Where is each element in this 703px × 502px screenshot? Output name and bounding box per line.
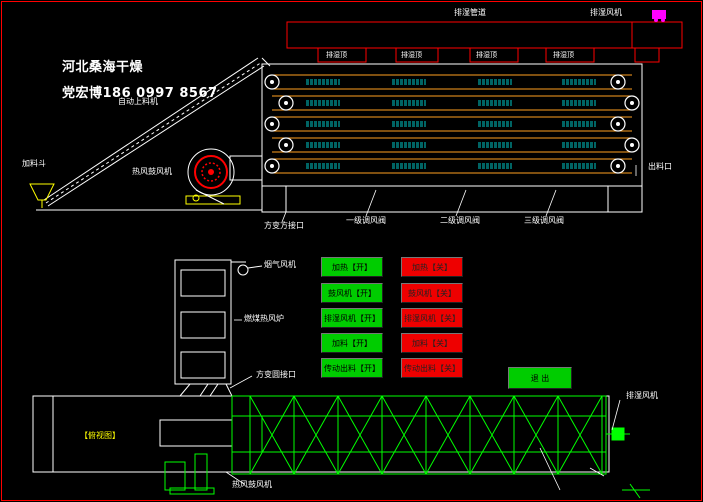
valve-1-label: 一级调风阀 bbox=[346, 216, 386, 225]
roller-icon bbox=[278, 95, 294, 111]
bottom-fittings bbox=[164, 427, 650, 499]
roller-icon bbox=[610, 74, 626, 90]
roller-hub bbox=[270, 164, 274, 168]
exhaust-cap-label-1: 排湿顶 bbox=[326, 51, 347, 59]
flue-fan-icon bbox=[231, 261, 263, 276]
heat-on-button[interactable]: 加热【开】 bbox=[321, 257, 383, 277]
truss-member bbox=[337, 395, 383, 475]
discharge-drive-on-button[interactable]: 传动出料【开】 bbox=[321, 358, 383, 378]
coal-furnace-label: 燃煤热风炉 bbox=[244, 314, 284, 323]
feed-off-button[interactable]: 加料【关】 bbox=[401, 333, 463, 353]
roller-icon bbox=[624, 137, 640, 153]
top-view-label: 【俯视图】 bbox=[80, 431, 120, 440]
exhaust-pipe-label: 排湿管道 bbox=[454, 8, 486, 17]
roller-hub bbox=[616, 164, 620, 168]
roller-icon bbox=[264, 158, 280, 174]
square-round-top-label: 方变方接口 bbox=[264, 221, 304, 230]
truss-member bbox=[469, 395, 515, 475]
exhaust-fan-top-icon bbox=[652, 10, 666, 22]
truss-member bbox=[381, 395, 427, 475]
exhaust-cap-label-4: 排湿顶 bbox=[553, 51, 574, 59]
hot-air-fan-bottom-label: 热风鼓风机 bbox=[232, 480, 272, 489]
drying-layers bbox=[306, 79, 596, 169]
discharge-label: 出料口 bbox=[648, 162, 672, 171]
company-watermark: 河北桑海干燥 bbox=[62, 60, 144, 75]
exhaust-fan-bottom-label: 排湿风机 bbox=[626, 391, 658, 400]
hopper-label: 加料斗 bbox=[22, 159, 46, 168]
dryer-body bbox=[261, 63, 643, 213]
roller-hub bbox=[284, 101, 288, 105]
roller-hub bbox=[270, 80, 274, 84]
exhaust-fan-top-label: 排湿风机 bbox=[590, 8, 622, 17]
heat-off-button[interactable]: 加热【关】 bbox=[401, 257, 463, 277]
contact-watermark: 党宏博186 0997 8567 bbox=[62, 86, 218, 101]
bottom-leaders bbox=[225, 319, 621, 491]
auto-feeder-label: 自动上料机 bbox=[118, 97, 158, 106]
roller-hub bbox=[284, 143, 288, 147]
hot-air-fan-top-icon bbox=[185, 148, 263, 205]
truss-member bbox=[557, 395, 603, 475]
exhaust-caps bbox=[317, 47, 595, 63]
valve-3-label: 三级调风阀 bbox=[524, 216, 564, 225]
truss-member bbox=[249, 395, 295, 475]
roller-icon bbox=[264, 74, 280, 90]
roller-icon bbox=[278, 137, 294, 153]
exit-button[interactable]: 退 出 bbox=[508, 367, 572, 389]
conveyor-belts bbox=[264, 74, 640, 174]
roller-hub bbox=[616, 80, 620, 84]
hot-air-fan-top-label: 热风鼓风机 bbox=[132, 167, 172, 176]
blower-off-button[interactable]: 鼓风机【关】 bbox=[401, 283, 463, 303]
truss-member bbox=[293, 395, 339, 475]
auto-feeder bbox=[36, 57, 271, 211]
hopper-icon bbox=[29, 183, 55, 208]
square-round-bottom-label: 方变圆接口 bbox=[256, 370, 296, 379]
exhaust-fan-off-button[interactable]: 排湿风机【关】 bbox=[401, 308, 463, 328]
valve-leaders bbox=[281, 165, 637, 223]
roller-hub bbox=[630, 101, 634, 105]
roller-icon bbox=[610, 158, 626, 174]
exhaust-cap-label-2: 排湿顶 bbox=[401, 51, 422, 59]
top-view-truss bbox=[249, 395, 603, 475]
exhaust-fan-on-button[interactable]: 排湿风机【开】 bbox=[321, 308, 383, 328]
valve-2-label: 二级调风阀 bbox=[440, 216, 480, 225]
feed-on-button[interactable]: 加料【开】 bbox=[321, 333, 383, 353]
truss-member bbox=[513, 395, 559, 475]
roller-hub bbox=[270, 122, 274, 126]
roller-icon bbox=[610, 116, 626, 132]
coal-furnace bbox=[174, 259, 232, 385]
roller-hub bbox=[616, 122, 620, 126]
roller-hub bbox=[630, 143, 634, 147]
discharge-drive-off-button[interactable]: 传动出料【关】 bbox=[401, 358, 463, 378]
roller-icon bbox=[264, 116, 280, 132]
roller-icon bbox=[624, 95, 640, 111]
truss-member bbox=[425, 395, 471, 475]
blower-on-button[interactable]: 鼓风机【开】 bbox=[321, 283, 383, 303]
flue-fan-label: 烟气风机 bbox=[264, 260, 296, 269]
exhaust-cap-label-3: 排湿顶 bbox=[476, 51, 497, 59]
